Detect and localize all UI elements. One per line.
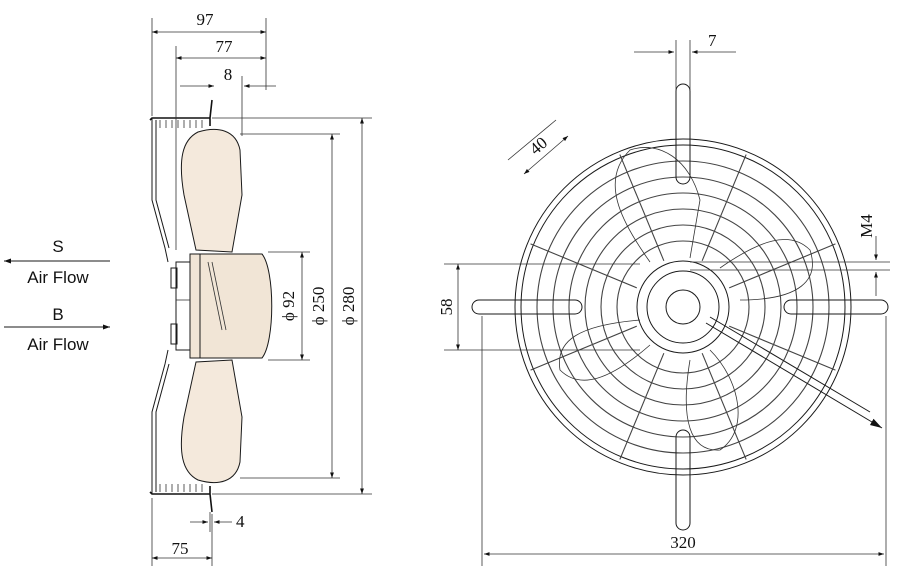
dim-7-label: 7: [708, 31, 717, 50]
dia-250-label: ϕ 250: [309, 287, 328, 326]
upper-blade: [180, 128, 243, 253]
dimension-77: 77: [175, 37, 266, 250]
dim-58-label: 58: [437, 299, 456, 316]
guard-spoke: [619, 154, 665, 262]
motor-hub: [170, 253, 273, 359]
side-view: 97 77 8 ϕ 92 ϕ 250: [4, 10, 372, 566]
airflow-b-label: Air Flow: [27, 335, 89, 354]
dim-97-label: 97: [197, 10, 215, 29]
dia-92-label: ϕ 92: [279, 291, 298, 321]
guard-ring: [514, 138, 852, 476]
front-view: 7 40 M4 58 320: [437, 31, 890, 566]
dimension-7: 7: [634, 31, 736, 90]
dim-8-label: 8: [224, 65, 233, 84]
guard-spoke: [530, 325, 638, 371]
dimension-4: 4: [190, 512, 245, 532]
dimension-75: 75: [151, 498, 213, 566]
front-blades: [558, 147, 813, 451]
guard-ring: [520, 144, 846, 470]
guard-spoke: [619, 352, 665, 460]
guard-spoke: [728, 243, 836, 289]
guard-ring: [552, 176, 814, 438]
guard-ring: [616, 240, 750, 374]
guard-spoke: [701, 154, 747, 262]
dimension-m4: M4: [690, 214, 890, 296]
guard-spoke: [701, 352, 747, 460]
mounting-frame: [149, 99, 213, 513]
front-hub: [636, 260, 730, 354]
dia-280-label: ϕ 280: [339, 287, 358, 326]
airflow-s-letter: S: [52, 237, 63, 256]
airflow-b-letter: B: [52, 305, 63, 324]
guard-ring: [584, 208, 782, 406]
dimension-97: 97: [151, 10, 267, 116]
rotation-arrow: [705, 322, 883, 429]
guard-spoke: [530, 243, 638, 289]
guard-ring: [568, 192, 798, 422]
dimension-40: 40: [507, 119, 569, 175]
dim-m4-label: M4: [857, 214, 876, 238]
guard-ring: [536, 160, 830, 454]
mounting-arms: [471, 83, 889, 531]
guard-spoke: [728, 325, 836, 371]
dim-40-label: 40: [526, 133, 551, 158]
dimension-diameter-250: ϕ 250: [240, 133, 340, 479]
dim-320-label: 320: [670, 533, 696, 552]
guard-ring: [600, 224, 766, 390]
dimension-58: 58: [437, 263, 640, 351]
guard-rings: [514, 138, 852, 476]
dim-77-label: 77: [216, 37, 234, 56]
dimension-320: 320: [481, 316, 887, 566]
airflow-b: B Air Flow: [4, 305, 110, 354]
dimension-8: 8: [180, 65, 276, 136]
airflow-s-label: Air Flow: [27, 268, 89, 287]
dimension-diameter-92: ϕ 92: [268, 251, 310, 361]
lower-blade: [180, 359, 243, 484]
airflow-s: S Air Flow: [4, 237, 110, 287]
dim-75-label: 75: [172, 539, 189, 558]
guard-spokes: [530, 154, 836, 460]
dimension-diameter-280: ϕ 280: [212, 117, 372, 495]
dim-4-label: 4: [236, 512, 245, 531]
